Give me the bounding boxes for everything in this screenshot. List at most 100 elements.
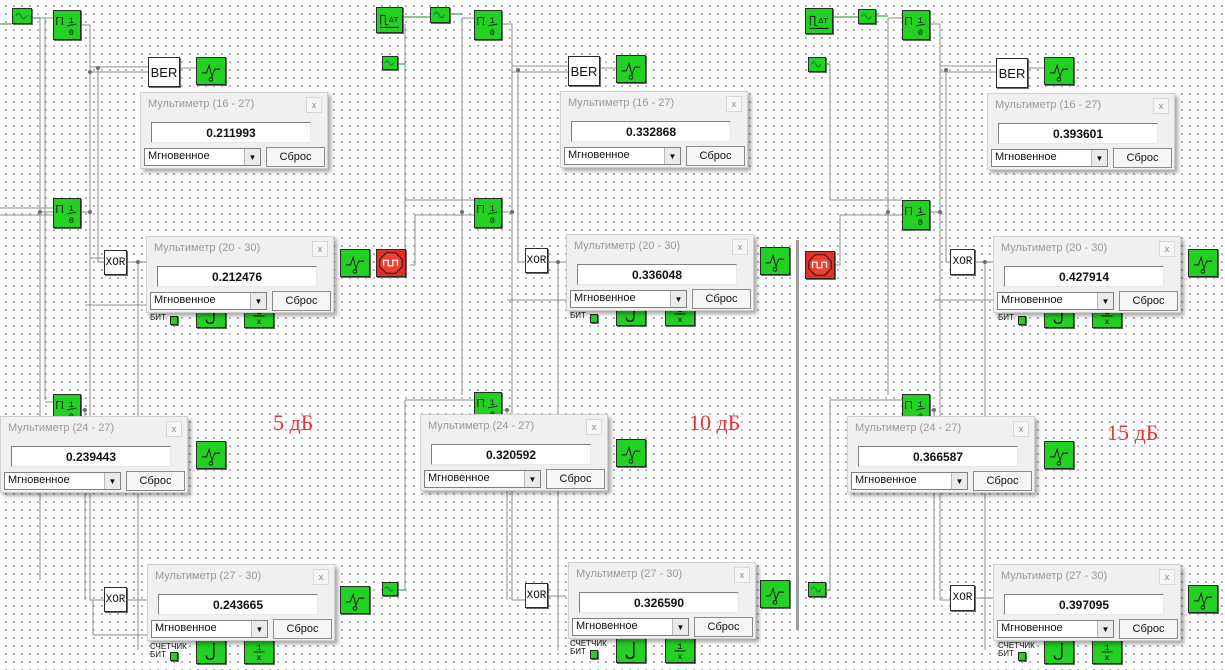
- close-icon[interactable]: x: [734, 567, 750, 583]
- multimeter-window[interactable]: Мультиметр (24 - 27) x 0.320592 Мгновенн…: [420, 414, 608, 491]
- chevron-down-icon[interactable]: ▼: [244, 149, 260, 165]
- multimeter-window[interactable]: Мультиметр (16 - 27) x 0.332868 Мгновенн…: [560, 91, 748, 168]
- xor-block[interactable]: XOR: [104, 250, 127, 275]
- chevron-down-icon[interactable]: ▼: [1097, 621, 1113, 637]
- chevron-down-icon[interactable]: ▼: [251, 621, 267, 637]
- close-icon[interactable]: x: [1159, 241, 1175, 257]
- reset-button[interactable]: Сброс: [1119, 291, 1178, 311]
- close-icon[interactable]: x: [726, 96, 742, 112]
- mode-select[interactable]: Мгновенное▼: [997, 292, 1114, 310]
- chevron-down-icon[interactable]: ▼: [104, 473, 120, 489]
- multimeter-window[interactable]: Мультиметр (16 - 27) x 0.211993 Мгновенн…: [140, 92, 328, 169]
- noise-source-icon[interactable]: [376, 249, 406, 277]
- mode-select[interactable]: Мгновенное▼: [144, 148, 261, 166]
- sine-source-icon[interactable]: [382, 582, 398, 596]
- sine-source-icon[interactable]: [12, 8, 32, 24]
- oscilloscope-icon[interactable]: [1188, 585, 1218, 613]
- chevron-down-icon[interactable]: ▼: [951, 473, 967, 489]
- chevron-down-icon[interactable]: ▼: [664, 148, 680, 164]
- oscilloscope-icon[interactable]: [1044, 57, 1074, 85]
- chevron-down-icon[interactable]: ▼: [1091, 150, 1107, 166]
- xor-block[interactable]: XOR: [950, 249, 975, 275]
- mode-select[interactable]: Мгновенное▼: [851, 472, 968, 490]
- xor-block[interactable]: XOR: [525, 583, 548, 608]
- chevron-down-icon[interactable]: ▼: [672, 619, 688, 635]
- xor-block[interactable]: XOR: [950, 585, 975, 611]
- oscilloscope-icon[interactable]: [760, 247, 790, 275]
- mode-select[interactable]: Мгновенное▼: [991, 149, 1108, 167]
- chevron-down-icon[interactable]: ▼: [1097, 293, 1113, 309]
- signal-generator-icon[interactable]: ΔT: [376, 7, 403, 33]
- multimeter-window[interactable]: Мультиметр (24 - 27) x 0.366587 Мгновенн…: [847, 416, 1035, 493]
- reset-button[interactable]: Сброс: [126, 471, 185, 491]
- close-icon[interactable]: x: [1159, 569, 1175, 585]
- ber-block[interactable]: BER: [568, 56, 600, 86]
- oscilloscope-icon[interactable]: [196, 57, 226, 85]
- reset-button[interactable]: Сброс: [272, 291, 331, 311]
- multimeter-window[interactable]: Мультиметр (20 - 30) x 0.212476 Мгновенн…: [146, 236, 334, 313]
- multimeter-window[interactable]: Мультиметр (27 - 30) x 0.326590 Мгновенн…: [568, 562, 756, 639]
- reset-button[interactable]: Сброс: [273, 619, 332, 639]
- oscilloscope-icon[interactable]: [340, 249, 370, 277]
- multimeter-window[interactable]: Мультиметр (24 - 27) x 0.239443 Мгновенн…: [0, 416, 188, 493]
- xor-block[interactable]: XOR: [525, 248, 548, 273]
- ber-block[interactable]: BER: [148, 57, 180, 87]
- oscilloscope-icon[interactable]: [616, 55, 646, 83]
- mode-select[interactable]: Мгновенное▼: [424, 470, 541, 488]
- reset-button[interactable]: Сброс: [1113, 148, 1172, 168]
- ber-block[interactable]: BER: [996, 58, 1028, 88]
- close-icon[interactable]: x: [1153, 98, 1169, 114]
- sine-source-icon[interactable]: [858, 9, 876, 24]
- chevron-down-icon[interactable]: ▼: [524, 471, 540, 487]
- integrator-icon[interactable]: [1044, 638, 1074, 664]
- multimeter-window[interactable]: Мультиметр (20 - 30) x 0.336048 Мгновенн…: [566, 234, 754, 311]
- xor-block[interactable]: XOR: [104, 587, 127, 612]
- reset-button[interactable]: Сброс: [546, 469, 605, 489]
- mode-select[interactable]: Мгновенное▼: [4, 472, 121, 490]
- multimeter-window[interactable]: Мультиметр (27 - 30) x 0.243665 Мгновенн…: [147, 564, 335, 641]
- mode-select[interactable]: Мгновенное▼: [572, 618, 689, 636]
- sine-source-icon[interactable]: [808, 57, 826, 72]
- mode-select[interactable]: Мгновенное▼: [564, 147, 681, 165]
- reset-button[interactable]: Сброс: [692, 289, 751, 309]
- oscilloscope-icon[interactable]: [616, 439, 646, 467]
- integrator-icon[interactable]: [196, 638, 226, 664]
- mode-select[interactable]: Мгновенное▼: [150, 292, 267, 310]
- reset-button[interactable]: Сброс: [1119, 619, 1178, 639]
- oscilloscope-icon[interactable]: [760, 580, 790, 608]
- reset-button[interactable]: Сброс: [694, 617, 753, 637]
- chevron-down-icon[interactable]: ▼: [250, 293, 266, 309]
- multimeter-window[interactable]: Мультиметр (16 - 27) x 0.393601 Мгновенн…: [987, 93, 1175, 170]
- integrator-icon[interactable]: [616, 637, 646, 663]
- signal-generator-icon[interactable]: ΔT: [805, 8, 833, 34]
- chevron-down-icon[interactable]: ▼: [670, 291, 686, 307]
- close-icon[interactable]: x: [732, 239, 748, 255]
- reset-button[interactable]: Сброс: [686, 146, 745, 166]
- oscilloscope-icon[interactable]: [196, 441, 226, 469]
- mode-select[interactable]: Мгновенное▼: [997, 620, 1114, 638]
- sine-source-icon[interactable]: [382, 56, 398, 70]
- mode-select[interactable]: Мгновенное▼: [570, 290, 687, 308]
- sine-source-icon[interactable]: [430, 7, 450, 23]
- multimeter-window[interactable]: Мультиметр (27 - 30) x 0.397095 Мгновенн…: [993, 564, 1181, 641]
- close-icon[interactable]: x: [586, 419, 602, 435]
- oscilloscope-icon[interactable]: [1044, 441, 1074, 469]
- reset-button[interactable]: Сброс: [973, 471, 1032, 491]
- close-icon[interactable]: x: [166, 421, 182, 437]
- close-icon[interactable]: x: [312, 241, 328, 257]
- oscilloscope-icon[interactable]: [1188, 249, 1218, 277]
- close-icon[interactable]: x: [306, 97, 322, 113]
- reset-button[interactable]: Сброс: [266, 147, 325, 167]
- close-icon[interactable]: x: [1013, 421, 1029, 437]
- multimeter-window[interactable]: Мультиметр (20 - 30) x 0.427914 Мгновенн…: [993, 236, 1181, 313]
- mode-select[interactable]: Мгновенное▼: [151, 620, 268, 638]
